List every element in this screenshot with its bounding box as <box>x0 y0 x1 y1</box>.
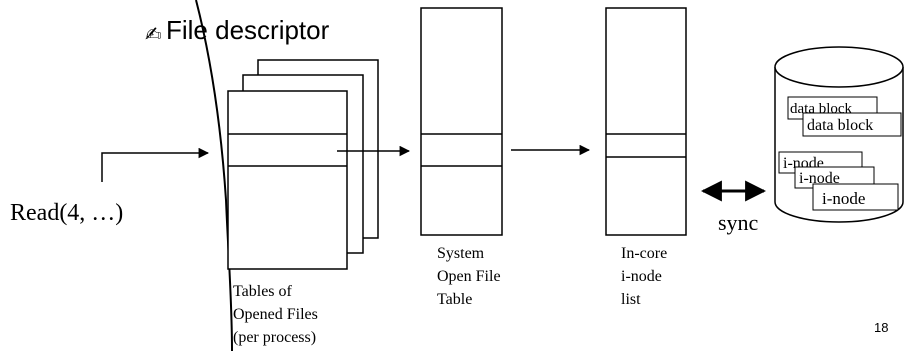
system-table-label-line2: Open File <box>437 268 501 285</box>
incore-list-label-line3: list <box>621 291 641 308</box>
system-open-file-table: System Open File Table <box>420 7 505 308</box>
process-boundary-curve <box>195 0 233 351</box>
read-call-label: Read(4, …) <box>10 200 123 226</box>
pencil-writing-icon: ✍ <box>145 24 162 46</box>
system-table-label-line1: System <box>437 245 485 262</box>
process-table-label-line3: (per process) <box>233 329 316 346</box>
process-table-label-line2: Opened Files <box>233 306 318 323</box>
inode-label-3: i-node <box>822 189 865 208</box>
incore-inode-list: In-core i-node list <box>605 7 687 308</box>
read-call: Read(4, …) <box>10 147 210 226</box>
sync-label: sync <box>718 210 759 235</box>
title-text: File descriptor <box>166 15 330 45</box>
process-table-label-line1: Tables of <box>233 283 293 300</box>
incore-list-label-line1: In-core <box>621 245 667 262</box>
sync: sync <box>700 180 767 235</box>
title: ✍ File descriptor <box>145 15 330 46</box>
incore-list-box <box>605 7 687 236</box>
system-table-box <box>420 7 503 236</box>
process-table-front <box>227 90 348 270</box>
incore-list-label-line2: i-node <box>621 268 662 285</box>
inode-label-2: i-node <box>799 170 840 187</box>
disk: data block data block i-node i-node i-no… <box>774 46 904 223</box>
svg-text:In-core i-node lis: In-core i-node list <box>621 245 671 308</box>
svg-text:Tables of Opened Files: Tables of Opened Files (per process) <box>233 283 322 346</box>
system-table-label-line3: Table <box>437 291 472 308</box>
data-block-front-label: data block <box>807 117 873 134</box>
page-number: 18 <box>874 320 888 335</box>
per-process-tables: Tables of Opened Files (per process) <box>227 59 379 346</box>
svg-text:System Open File T: System Open File Table <box>437 245 505 308</box>
data-block-front <box>802 112 902 137</box>
disk-top <box>774 46 904 88</box>
read-arrow <box>101 147 210 182</box>
inode-box-3 <box>812 183 899 211</box>
